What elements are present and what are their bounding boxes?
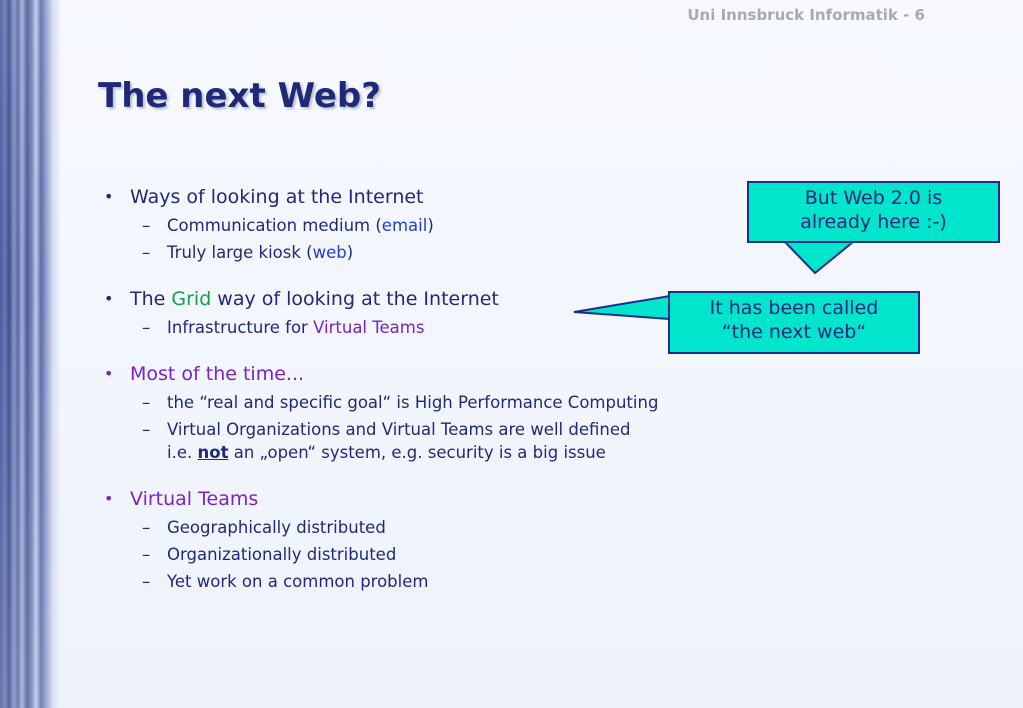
bullet-icon: • (104, 489, 114, 508)
grid-highlight: Grid (171, 288, 212, 310)
sub-item-common-problem: – Yet work on a common problem (104, 570, 764, 593)
sub-text: Yet work on a common problem (167, 572, 429, 591)
bullet-label: way of looking at the Internet (211, 288, 499, 310)
bullet-item-most-of-the-time: • Most of the time... (104, 361, 764, 387)
bullet-icon: • (104, 187, 114, 206)
web-link[interactable]: web (312, 243, 347, 262)
sub-item-communication: – Communication medium (email) (104, 214, 764, 237)
bullet-item-grid: • The Grid way of looking at the Interne… (104, 286, 764, 312)
bullet-label: Virtual Teams (130, 488, 259, 510)
dash-icon: – (142, 420, 151, 439)
callout-line: But Web 2.0 is (804, 187, 943, 209)
bullet-icon: • (104, 289, 114, 308)
bullet-label: Most of the time... (130, 363, 305, 385)
sub-item-geographically: – Geographically distributed (104, 516, 764, 539)
dash-icon: – (142, 318, 151, 337)
callout-line: It has been called (709, 297, 879, 319)
dash-icon: – (142, 518, 151, 537)
sub-text: the “real and specific goal“ is High Per… (167, 393, 659, 412)
slide-title: The next Web? (98, 76, 381, 116)
bullet-item-ways: • Ways of looking at the Internet (104, 184, 764, 210)
bullet-icon: • (104, 364, 114, 383)
callout-line: “the next web“ (721, 321, 867, 343)
decorative-left-stripes (0, 0, 60, 708)
bullet-item-virtual-teams: • Virtual Teams (104, 486, 764, 512)
callout-line: already here :-) (800, 211, 947, 233)
sub-text-line2-pre: i.e. (167, 443, 198, 462)
sub-text: ) (346, 243, 354, 262)
callout-1-tail (782, 241, 856, 275)
header-footer-note: Uni Innsbruck Informatik - 6 (687, 6, 925, 24)
sub-text: Communication medium ( (167, 216, 382, 235)
callout-next-web: It has been called “the next web“ (668, 291, 920, 354)
sub-text-line2-post: an „open“ system, e.g. security is a big… (228, 443, 606, 462)
sub-text: Truly large kiosk ( (167, 243, 313, 262)
sub-text: Geographically distributed (167, 518, 386, 537)
sub-item-organizationally: – Organizationally distributed (104, 543, 764, 566)
bullet-label: The (130, 288, 172, 310)
dash-icon: – (142, 545, 151, 564)
sub-text-line1: Virtual Organizations and Virtual Teams … (167, 420, 631, 439)
emphasis-not: not (197, 443, 229, 462)
dash-icon: – (142, 572, 151, 591)
dash-icon: – (142, 216, 151, 235)
sub-text: ) (427, 216, 434, 235)
sub-item-virtual-organizations: – Virtual Organizations and Virtual Team… (104, 418, 764, 464)
email-link[interactable]: email (381, 216, 428, 235)
callout-web20: But Web 2.0 is already here :-) (747, 181, 1000, 243)
dash-icon: – (142, 393, 151, 412)
bullet-label: Ways of looking at the Internet (130, 186, 424, 208)
sub-item-kiosk: – Truly large kiosk (web) (104, 241, 764, 264)
sub-text: Infrastructure for (167, 318, 314, 337)
sub-item-infrastructure: – Infrastructure for Virtual Teams (104, 316, 764, 339)
dash-icon: – (142, 243, 151, 262)
sub-item-goal: – the “real and specific goal“ is High P… (104, 391, 764, 414)
sub-text: Organizationally distributed (167, 545, 397, 564)
bullet-list: • Ways of looking at the Internet – Comm… (104, 184, 764, 593)
virtual-teams-link: Virtual Teams (313, 318, 425, 337)
